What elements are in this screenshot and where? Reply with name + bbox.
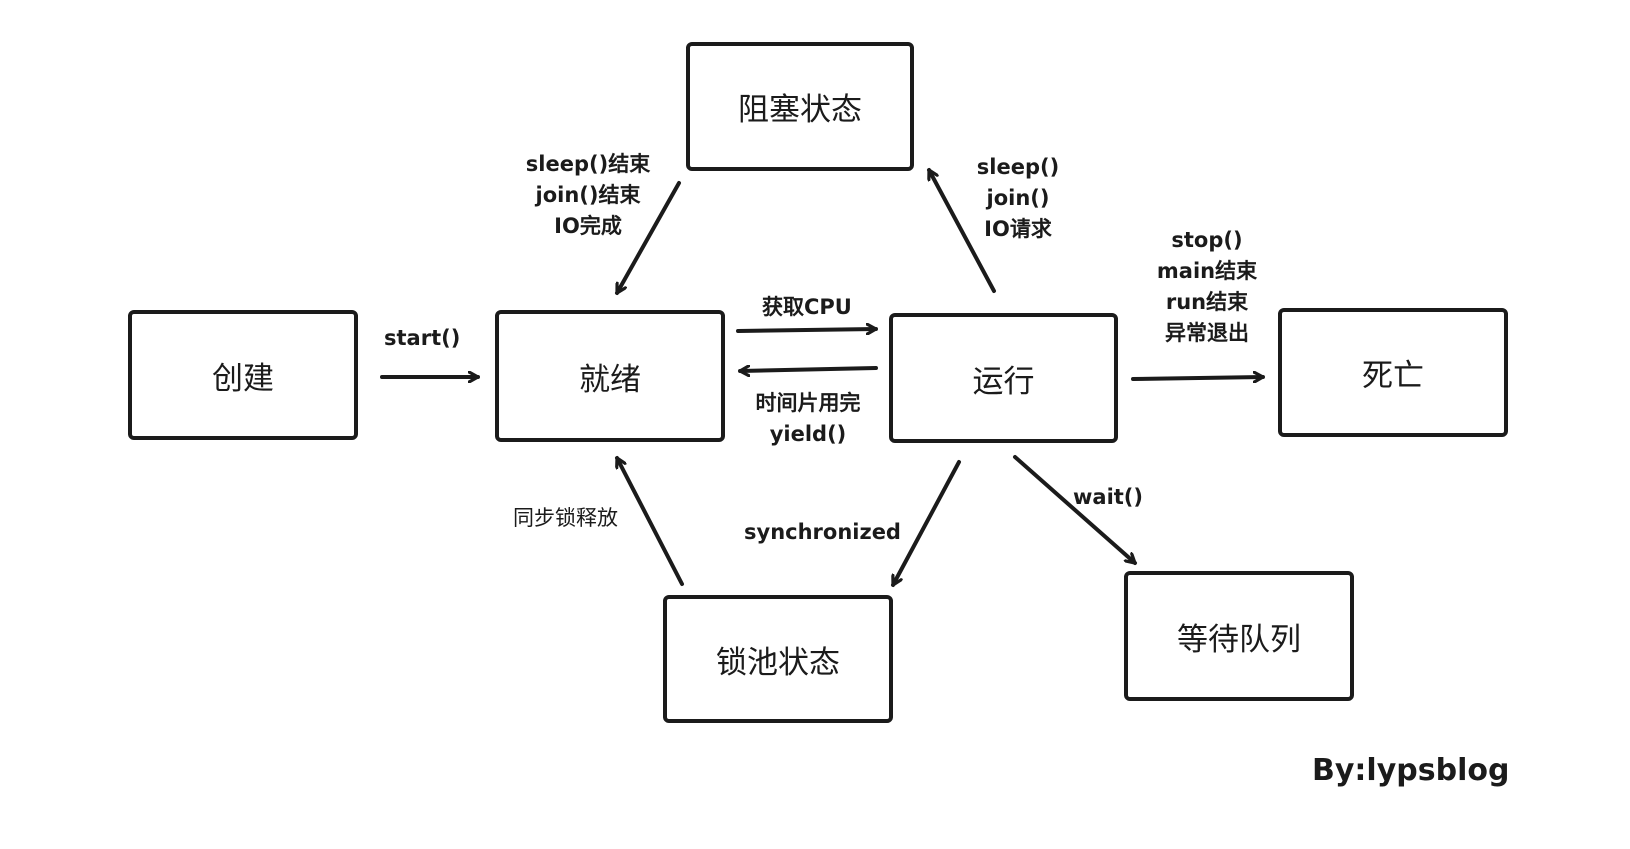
label-synchronized: synchronized [744, 520, 901, 544]
arrow-ready-to-running [736, 329, 878, 331]
state-dead-label: 死亡 [1362, 358, 1424, 394]
label-running-to-dead-line-3: run结束 [1165, 290, 1249, 314]
label-timeslice: 时间片用完 yield() [748, 388, 868, 450]
label-running-to-dead: stop() main结束 run结束 异常退出 [1142, 225, 1272, 349]
state-create: 创建 [128, 310, 358, 440]
label-running-to-blocked-line-3: IO请求 [984, 217, 1052, 241]
label-blocked-to-ready-line-1: sleep()结束 [525, 152, 651, 176]
label-blocked-to-ready-line-2: join()结束 [535, 183, 641, 207]
arrow-blocked-to-ready [615, 181, 681, 295]
state-ready-label: 就绪 [579, 361, 641, 398]
state-lock-pool-label: 锁池状态 [716, 644, 840, 681]
label-running-to-blocked-line-2: join() [986, 186, 1050, 210]
arrow-running-to-lockpool [891, 460, 961, 587]
label-running-to-blocked-line-1: sleep() [976, 155, 1060, 179]
label-blocked-to-ready-line-3: IO完成 [554, 214, 622, 238]
label-running-to-blocked: sleep() join() IO请求 [963, 152, 1073, 245]
label-get-cpu: 获取CPU [762, 295, 852, 319]
label-running-to-dead-line-4: 异常退出 [1165, 321, 1249, 345]
state-create-label: 创建 [212, 360, 274, 397]
state-lock-pool: 锁池状态 [663, 595, 893, 723]
label-running-to-dead-line-2: main结束 [1156, 259, 1258, 283]
arrow-lockpool-to-ready [615, 456, 684, 586]
state-blocked: 阻塞状态 [686, 42, 914, 171]
arrow-running-to-blocked [927, 168, 996, 293]
arrow-running-to-waitqueue [1013, 455, 1137, 565]
label-timeslice-line-1: 时间片用完 [755, 391, 861, 415]
state-ready: 就绪 [495, 310, 725, 442]
state-running: 运行 [889, 313, 1118, 443]
label-lock-release: 同步锁释放 [513, 506, 618, 530]
label-running-to-dead-line-1: stop() [1171, 228, 1243, 252]
state-wait-queue: 等待队列 [1124, 571, 1354, 701]
label-wait: wait() [1073, 485, 1144, 509]
state-running-label: 运行 [972, 363, 1035, 400]
arrow-running-to-ready [738, 368, 878, 371]
state-blocked-label: 阻塞状态 [738, 92, 862, 128]
label-start: start() [384, 326, 461, 350]
state-dead: 死亡 [1278, 308, 1508, 437]
arrow-running-to-dead [1131, 377, 1265, 379]
label-blocked-to-ready: sleep()结束 join()结束 IO完成 [508, 149, 668, 242]
author-credit: By:lypsblog [1312, 753, 1510, 788]
label-timeslice-line-2: yield() [769, 422, 847, 446]
state-wait-queue-label: 等待队列 [1177, 621, 1301, 658]
